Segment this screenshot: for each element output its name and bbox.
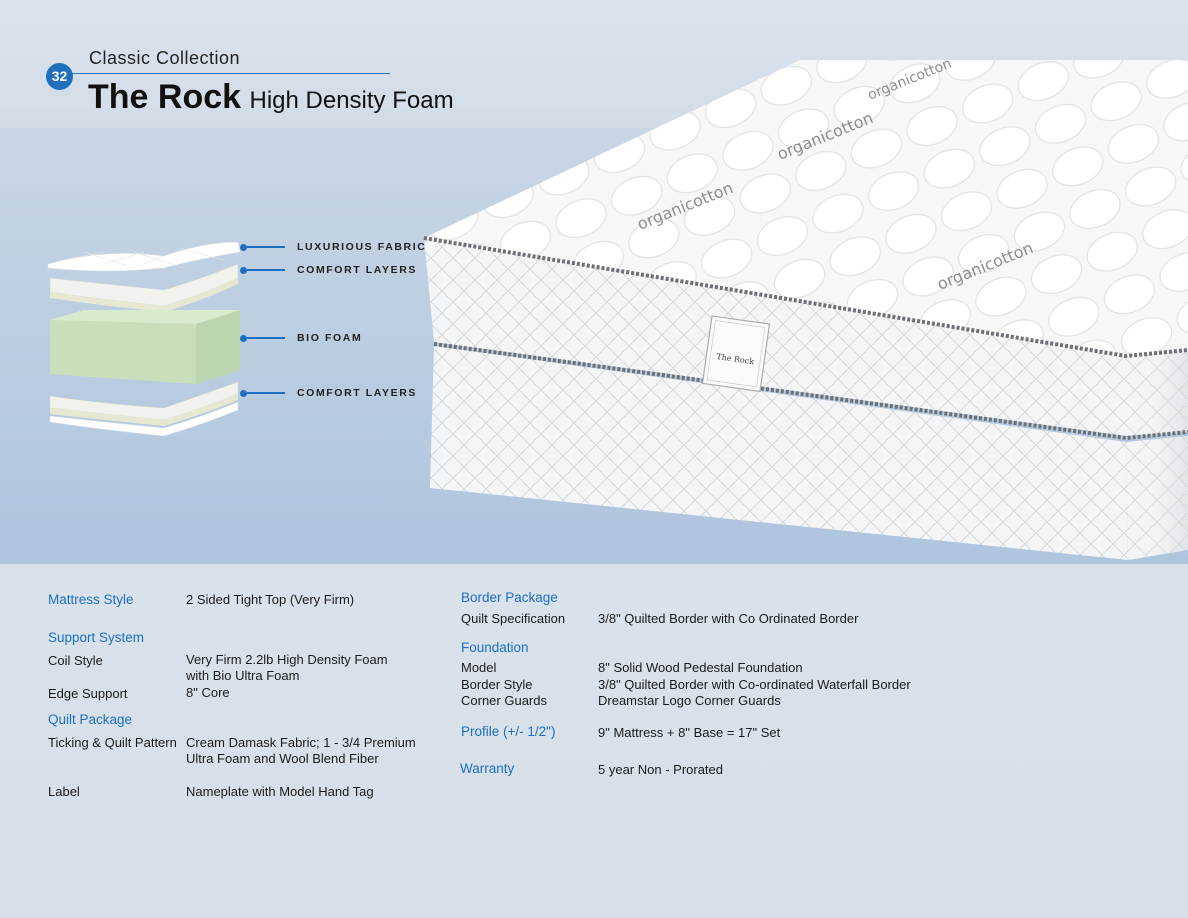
section-heading-foundation: Foundation: [461, 640, 529, 655]
section-heading-quilt-package: Quilt Package: [48, 712, 133, 727]
bullet-dot-icon: [240, 266, 247, 274]
section-heading-support-system: Support System: [48, 630, 145, 645]
layer-label-comfort-layers-top: COMFORT LAYERS: [240, 264, 417, 276]
spec-value-profile: 9" Mattress + 8" Base = 17" Set: [598, 725, 781, 740]
bullet-dot-icon: [240, 334, 247, 342]
spec-value-quilt-specification: 3/8" Quilted Border with Co Ordinated Bo…: [598, 611, 859, 626]
leader-line: [247, 269, 285, 271]
spec-label-label: Label: [48, 784, 80, 799]
header-rule: [72, 73, 390, 74]
bullet-dot-icon: [240, 389, 247, 397]
specs-band: [0, 564, 1188, 918]
spec-label-ticking: Ticking & Quilt Pattern: [48, 735, 177, 750]
spec-label-border-style: Border Style: [461, 677, 533, 692]
product-subtitle: High Density Foam: [249, 87, 454, 114]
spec-value-ticking-line1: Cream Damask Fabric; 1 - 3/4 Premium: [186, 735, 416, 750]
layer-label-luxurious-fabric: LUXURIOUS FABRIC: [240, 241, 426, 253]
mattress-layers-illustration: [47, 241, 241, 437]
collection-name: Classic Collection: [89, 48, 241, 68]
spec-value-border-style: 3/8" Quilted Border with Co-ordinated Wa…: [598, 677, 911, 692]
page-number-badge: 32: [46, 63, 73, 90]
spec-label-edge-support: Edge Support: [48, 686, 128, 701]
spec-value-ticking-line2: Ultra Foam and Wool Blend Fiber: [186, 751, 379, 766]
spec-value-corner-guards: Dreamstar Logo Corner Guards: [598, 693, 781, 708]
spec-label-profile: Profile (+/- 1/2"): [461, 724, 556, 739]
spec-label-warranty: Warranty: [460, 761, 515, 776]
spec-value-model: 8" Solid Wood Pedestal Foundation: [598, 660, 803, 675]
section-heading-border-package: Border Package: [461, 590, 558, 605]
layer-label-comfort-layers-bottom: COMFORT LAYERS: [240, 387, 417, 399]
spec-label-coil-style: Coil Style: [48, 653, 103, 668]
spec-label-mattress-style: Mattress Style: [48, 592, 134, 607]
spec-value-warranty: 5 year Non - Prorated: [598, 762, 724, 777]
spec-label-model: Model: [461, 660, 497, 675]
spec-value-mattress-style: 2 Sided Tight Top (Very Firm): [186, 592, 355, 607]
spec-value-edge-support: 8" Core: [186, 685, 230, 700]
layer-label-bio-foam: BIO FOAM: [240, 332, 362, 344]
spec-value-label: Nameplate with Model Hand Tag: [186, 784, 374, 799]
bullet-dot-icon: [240, 243, 247, 251]
spec-label-corner-guards: Corner Guards: [461, 693, 547, 708]
spec-value-coil-style-line2: with Bio Ultra Foam: [186, 668, 300, 683]
leader-line: [247, 337, 285, 339]
product-name: The Rock: [88, 78, 242, 116]
page-title: The Rock High Density Foam: [88, 78, 454, 117]
spec-label-quilt-specification: Quilt Specification: [461, 611, 566, 626]
mattress-product-image: organicotton organicotton organicotton o…: [423, 60, 1188, 560]
leader-line: [247, 392, 285, 394]
leader-line: [247, 246, 285, 248]
spec-value-coil-style-line1: Very Firm 2.2lb High Density Foam: [186, 652, 388, 667]
